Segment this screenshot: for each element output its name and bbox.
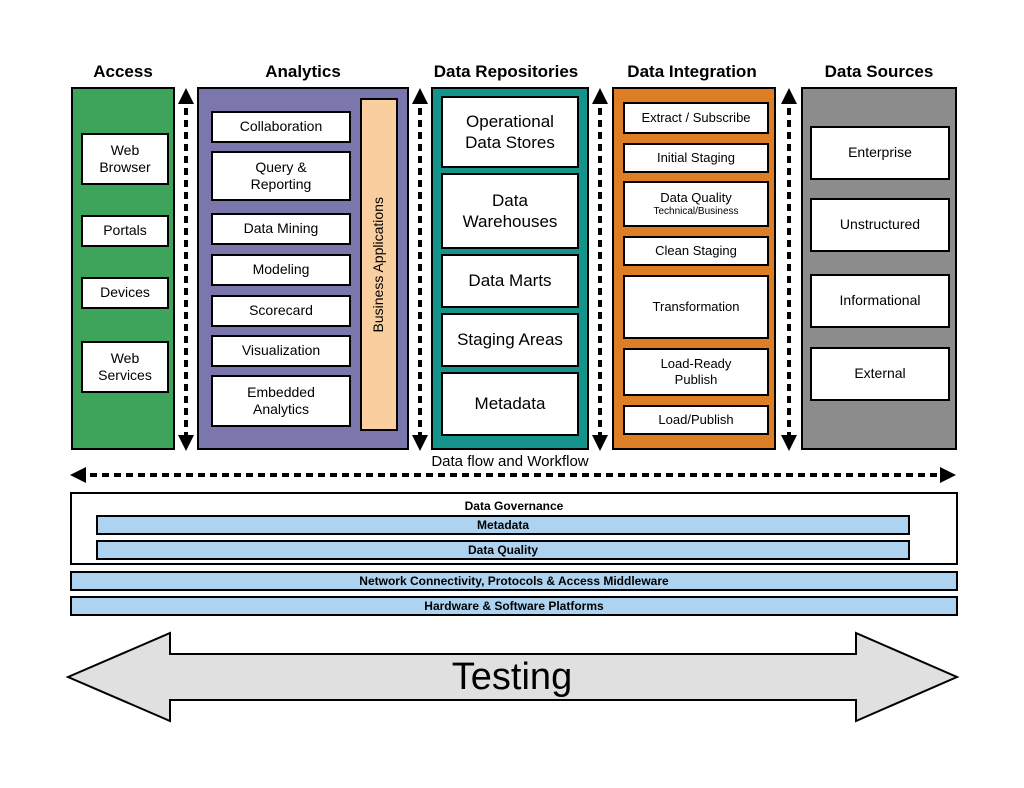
testing-label: Testing [451, 656, 573, 698]
analytics-item: Visualization [211, 335, 351, 367]
business-applications: Business Applications [360, 98, 398, 431]
flow-label: Data flow and Workflow [380, 453, 640, 470]
governance-title: Data Governance [464, 499, 564, 513]
source-item: Informational [810, 274, 950, 328]
access-column: Web Browser Portals Devices Web Services [71, 87, 175, 450]
integration-item: Data Quality Technical/Business [623, 181, 769, 227]
analytics-column: Collaboration Query & Reporting Data Min… [197, 87, 409, 450]
header-integration: Data Integration [627, 62, 757, 81]
header-sources: Data Sources [824, 62, 934, 81]
access-item: Devices [81, 277, 169, 309]
repository-item: Operational Data Stores [441, 96, 579, 168]
repository-item: Data Marts [441, 254, 579, 308]
integration-item: Extract / Subscribe [623, 102, 769, 134]
network-band: Network Connectivity, Protocols & Access… [70, 571, 958, 591]
repositories-column: Operational Data Stores Data Warehouses … [431, 87, 589, 450]
integration-column: Extract / Subscribe Initial Staging Data… [612, 87, 776, 450]
header-access: Access [93, 62, 153, 81]
repository-item: Data Warehouses [441, 173, 579, 249]
sources-column: Enterprise Unstructured Informational Ex… [801, 87, 957, 450]
integration-item: Transformation [623, 275, 769, 339]
source-item: Unstructured [810, 198, 950, 252]
header-analytics: Analytics [265, 62, 341, 81]
integration-item: Load-Ready Publish [623, 348, 769, 396]
access-item: Web Browser [81, 133, 169, 185]
analytics-item: Scorecard [211, 295, 351, 327]
analytics-item: Data Mining [211, 213, 351, 245]
analytics-item: Modeling [211, 254, 351, 286]
access-item: Portals [81, 215, 169, 247]
analytics-item: Query & Reporting [211, 151, 351, 201]
integration-item: Initial Staging [623, 143, 769, 173]
testing-arrow [65, 631, 960, 723]
platforms-band: Hardware & Software Platforms [70, 596, 958, 616]
access-item: Web Services [81, 341, 169, 393]
repository-item: Metadata [441, 372, 579, 436]
governance-section: Data Governance Metadata Data Quality [70, 492, 958, 565]
analytics-item: Embedded Analytics [211, 375, 351, 427]
source-item: External [810, 347, 950, 401]
integration-item: Clean Staging [623, 236, 769, 266]
source-item: Enterprise [810, 126, 950, 180]
metadata-band: Metadata [96, 515, 910, 535]
header-repositories: Data Repositories [433, 62, 579, 81]
analytics-item: Collaboration [211, 111, 351, 143]
data-quality-band: Data Quality [96, 540, 910, 560]
integration-item: Load/Publish [623, 405, 769, 435]
repository-item: Staging Areas [441, 313, 579, 367]
